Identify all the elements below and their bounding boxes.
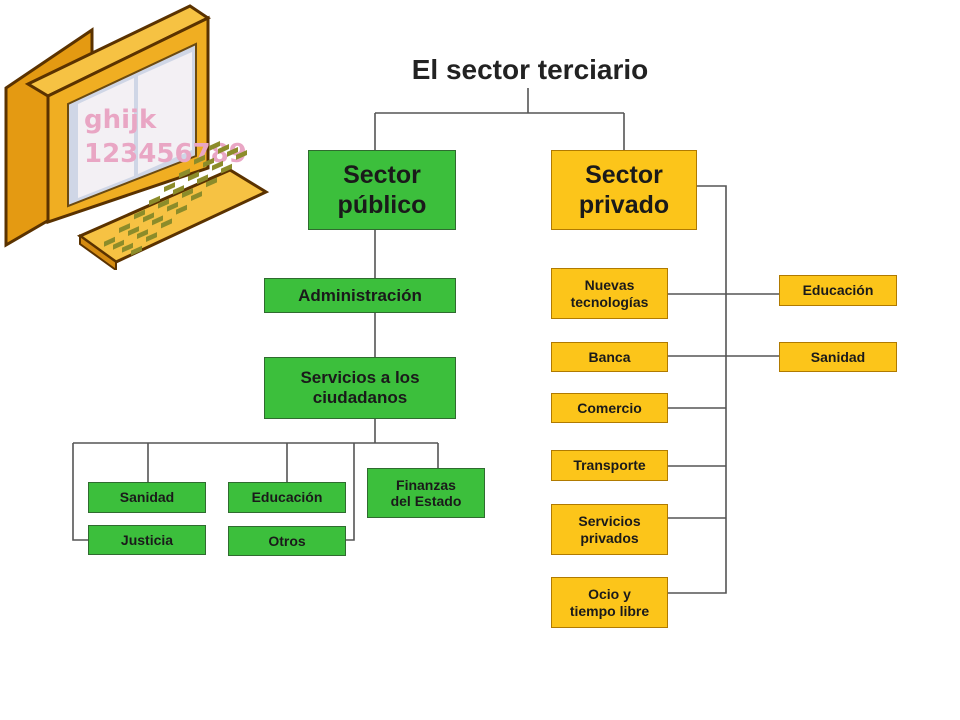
keyboard-key: [143, 212, 154, 223]
node-banca: Banca: [551, 342, 668, 372]
connector-public-distribution: [72, 442, 439, 541]
keyboard-key: [167, 201, 178, 212]
keyboard-key: [146, 232, 157, 242]
keyboard-key: [137, 229, 148, 240]
connector-private-spine: [668, 185, 727, 594]
keyboard-key: [197, 174, 208, 185]
keyboard-key: [122, 242, 133, 253]
node-otros: Otros: [228, 526, 346, 556]
connector-private-branches: [668, 293, 779, 519]
keyboard-key: [149, 195, 160, 206]
keyboard-key: [191, 191, 202, 201]
keyboard-key: [203, 157, 214, 168]
node-sector-publico: Sector público: [308, 150, 456, 230]
node-public-educacion: Educación: [228, 482, 346, 513]
node-private-educacion: Educación: [779, 275, 897, 306]
node-servicios-privados: Servicios privados: [551, 504, 668, 555]
keyboard-key: [158, 198, 169, 209]
keyboard-key: [104, 236, 115, 247]
keyboard-key: [212, 160, 223, 171]
node-private-sanidad: Sanidad: [779, 342, 897, 372]
keyboard-key: [131, 245, 142, 256]
keyboard-key: [188, 171, 199, 182]
keyboard-key: [164, 182, 175, 192]
keyboard-key: [128, 226, 139, 237]
node-finanzas-estado: Finanzas del Estado: [367, 468, 485, 518]
keyboard-key: [119, 223, 130, 234]
keyboard-key: [152, 215, 163, 226]
keyboard-key: [134, 209, 145, 220]
node-transporte: Transporte: [551, 450, 668, 481]
node-servicios-ciudadanos: Servicios a los ciudadanos: [264, 357, 456, 419]
diagram-title: El sector terciario: [411, 54, 649, 85]
keyboard-key: [227, 147, 238, 157]
keyboard-key: [176, 204, 187, 215]
keyboard-key: [182, 188, 193, 198]
keyboard-key: [221, 163, 232, 174]
keyboard-key: [173, 185, 184, 195]
node-nuevas-tecnologias: Nuevas tecnologías: [551, 268, 668, 319]
keyboard-key: [236, 150, 247, 160]
node-administracion: Administración: [264, 278, 456, 313]
node-ocio-tiempo-libre: Ocio y tiempo libre: [551, 577, 668, 628]
keyboard-key: [206, 177, 217, 188]
keyboard-key: [194, 154, 205, 165]
node-comercio: Comercio: [551, 393, 668, 423]
keyboard-key: [113, 239, 124, 250]
node-sector-privado: Sector privado: [551, 150, 697, 230]
keyboard-key: [209, 141, 220, 151]
keyboard-key: [179, 168, 190, 179]
keyboard-key: [218, 144, 229, 154]
node-public-sanidad: Sanidad: [88, 482, 206, 513]
node-justicia: Justicia: [88, 525, 206, 555]
connector-title: [374, 88, 625, 150]
keyboard-key: [161, 218, 172, 229]
